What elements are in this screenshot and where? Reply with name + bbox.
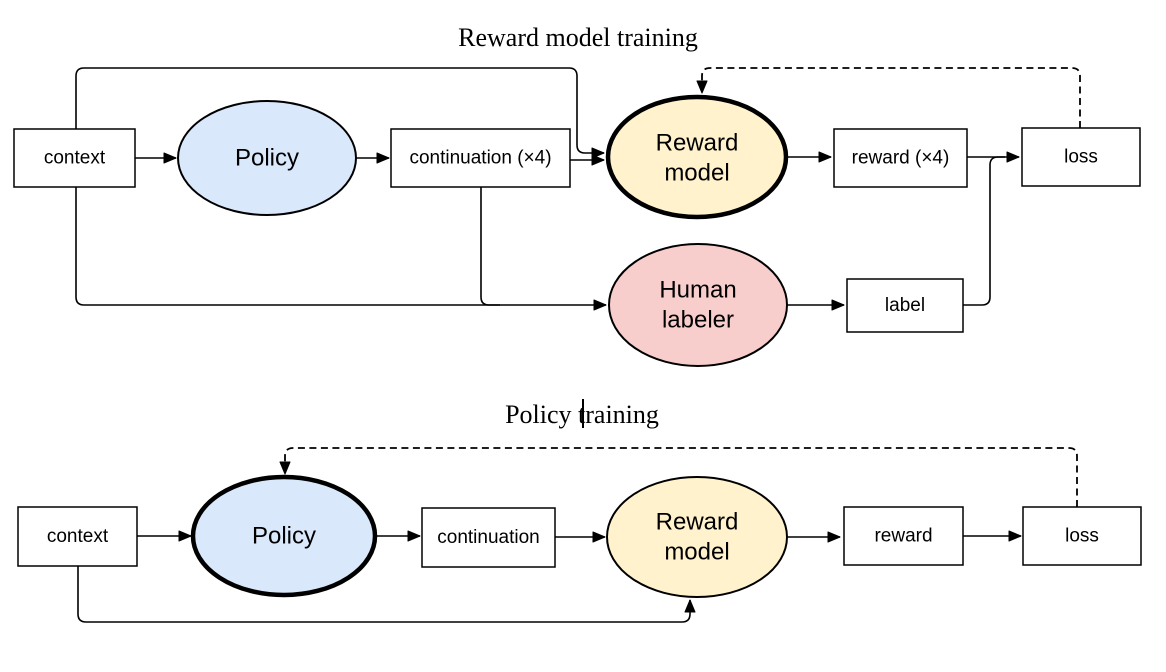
reward-model-training-title: Reward model training — [458, 23, 698, 52]
edge-continuation-to-human-labeler — [480, 187, 500, 306]
top-context-label: context — [44, 148, 106, 169]
human-labeler-ellipse — [608, 243, 788, 367]
edge-loss-to-policy-feedback — [279, 447, 1078, 507]
bottom-policy-label: Policy — [252, 523, 316, 550]
top-loss-label: loss — [1064, 147, 1098, 168]
bottom-reward-box — [843, 506, 964, 566]
top-reward-model-ellipse — [605, 94, 789, 220]
bottom-reward-label: reward — [874, 526, 932, 547]
bottom-context-box — [17, 506, 138, 567]
top-loss-box — [1021, 127, 1141, 187]
edge-context-to-reward-model — [75, 67, 605, 159]
edge-context-to-human-labeler — [75, 187, 607, 311]
bottom-context-label: context — [47, 526, 109, 547]
bottom-continuation-box — [421, 507, 556, 568]
top-reward-model-label-line1: Reward — [656, 130, 739, 157]
reward-model-training-diagram: Reward model training context Policy con… — [13, 23, 1141, 367]
human-labeler-label-line1: Human — [659, 277, 736, 304]
top-reward-model-label-line2: model — [664, 160, 729, 187]
top-continuation-box — [390, 128, 571, 188]
bottom-loss-label: loss — [1065, 526, 1099, 547]
top-policy-ellipse — [177, 100, 357, 216]
bottom-reward-model-ellipse — [606, 476, 788, 598]
bottom-continuation-label: continuation — [437, 527, 539, 548]
top-context-box — [13, 128, 136, 188]
top-policy-label: Policy — [235, 145, 299, 172]
top-reward-box — [833, 128, 968, 188]
policy-training-diagram: Policy training context Policy continuat… — [17, 399, 1142, 623]
text-cursor — [582, 399, 584, 428]
human-labeler-label-line2: labeler — [662, 307, 734, 334]
label-box-label: label — [885, 295, 925, 316]
top-continuation-label: continuation (×4) — [409, 148, 551, 169]
bottom-reward-model-label-line1: Reward — [656, 509, 739, 536]
bottom-policy-ellipse — [190, 474, 378, 598]
edge-loss-to-reward-model-feedback — [696, 67, 1081, 128]
bottom-reward-model-label-line2: model — [664, 539, 729, 566]
edge-label-to-loss — [963, 156, 1005, 306]
edge-context-to-reward-model-bottom — [77, 566, 696, 623]
top-reward-label: reward (×4) — [852, 148, 950, 169]
bottom-loss-box — [1022, 506, 1142, 566]
label-box — [846, 278, 964, 333]
